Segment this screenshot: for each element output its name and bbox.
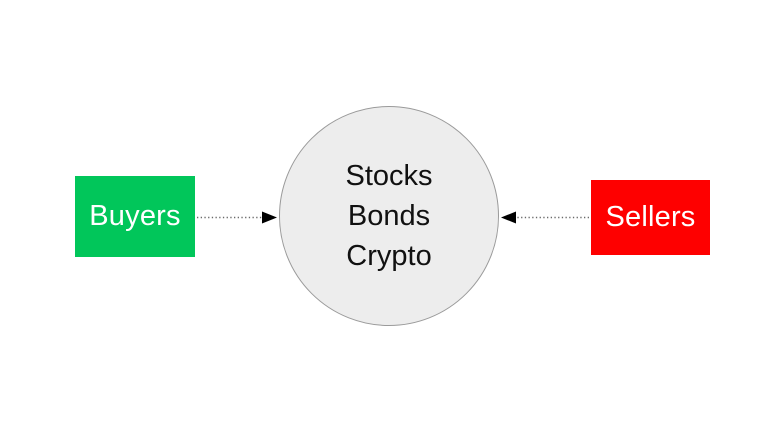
node-buyers[interactable]: Buyers: [75, 176, 195, 257]
market-asset-stocks: Stocks: [345, 160, 433, 192]
edge-buyers-to-market: [197, 211, 277, 224]
node-sellers[interactable]: Sellers: [591, 180, 710, 255]
node-sellers-label: Sellers: [605, 201, 696, 233]
market-asset-bonds: Bonds: [347, 200, 431, 232]
node-market[interactable]: Stocks Bonds Crypto: [279, 106, 499, 326]
edge-sellers-to-market: [501, 211, 589, 224]
node-buyers-label: Buyers: [89, 200, 181, 232]
market-asset-crypto: Crypto: [346, 240, 432, 272]
